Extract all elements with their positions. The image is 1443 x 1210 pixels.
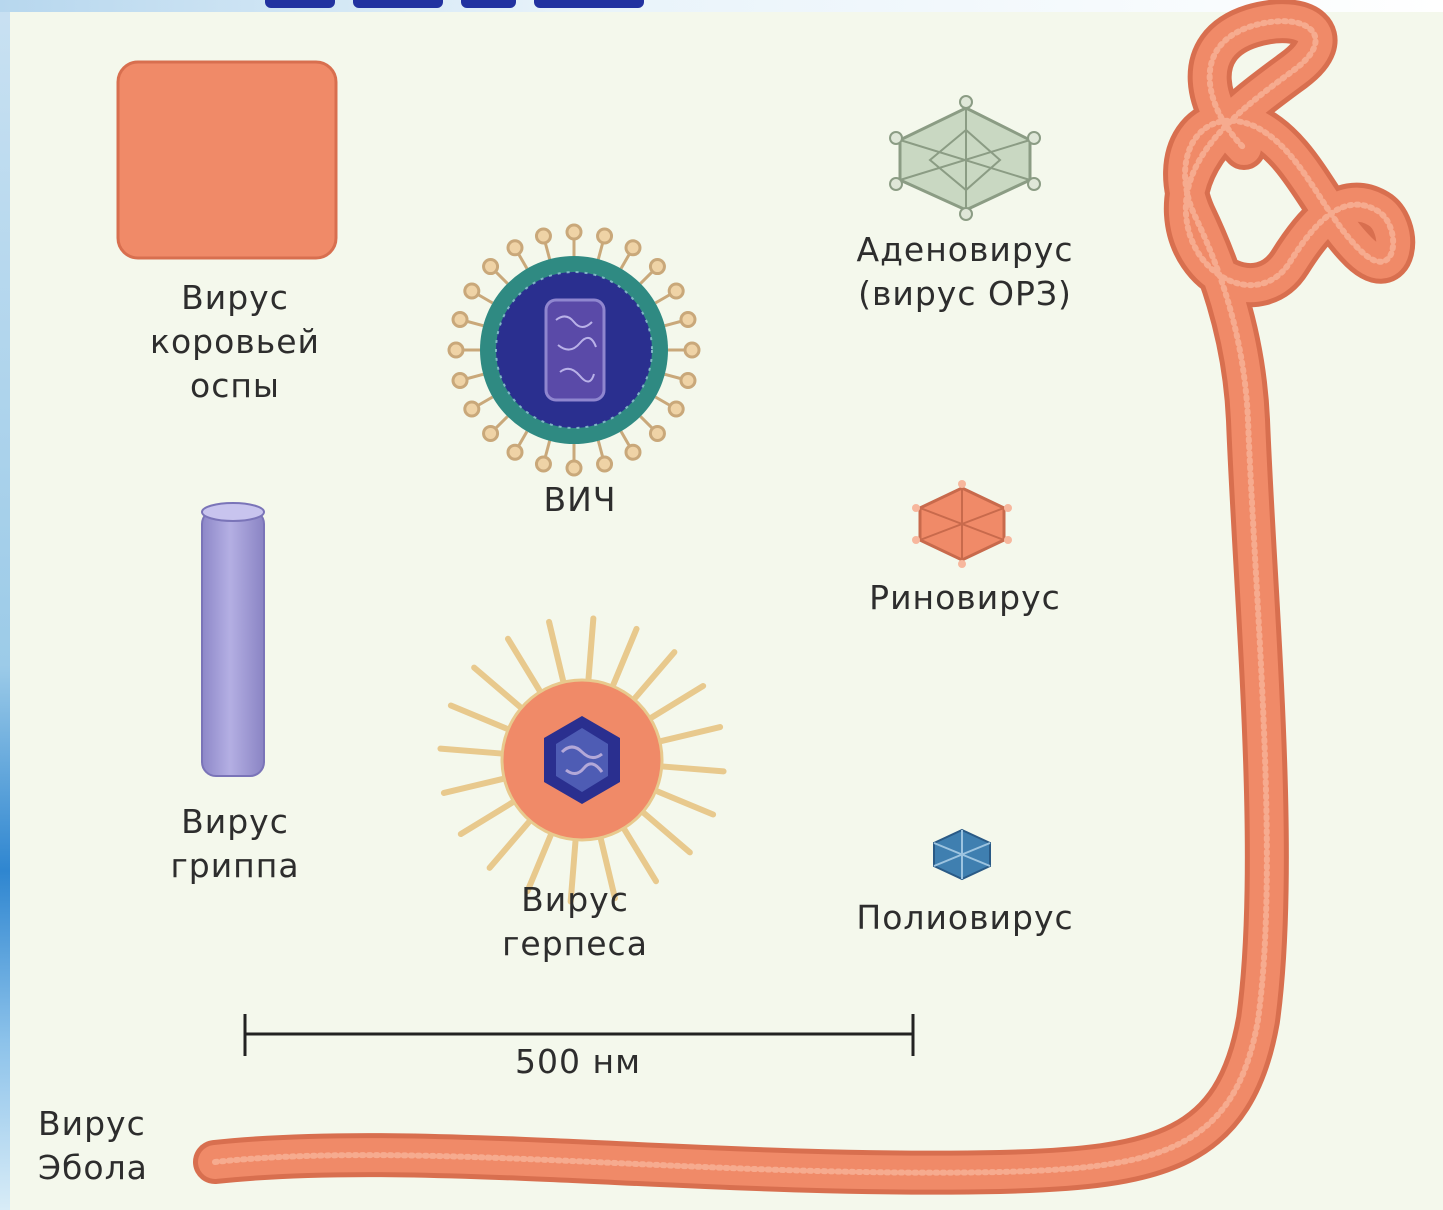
influenza-virus-shape: [202, 503, 264, 776]
hiv-spike-knob: [465, 402, 479, 416]
herpes-spike: [662, 727, 720, 741]
hiv-label-text: ВИЧ: [500, 478, 660, 522]
scale-bar-label-text: 500 нм: [478, 1040, 678, 1084]
herpes-spike: [549, 622, 563, 680]
herpes-spike: [635, 652, 674, 698]
hiv-spike-knob: [465, 284, 479, 298]
scale-bar-label: 500 нм: [478, 1040, 678, 1084]
herpes-spike: [589, 618, 594, 678]
poliovirus-shape: [934, 830, 990, 879]
herpes-label-line2: герпеса: [450, 922, 700, 966]
adenovirus-label-line1: Аденовирус: [800, 228, 1130, 272]
vaccinia-label: Вирус коровьей оспы: [110, 276, 360, 408]
hiv-spike-knob: [484, 426, 498, 440]
herpes-spike: [440, 749, 500, 754]
herpes-spike: [444, 779, 502, 793]
vaccinia-label-line2: коровьей: [110, 320, 360, 364]
influenza-label-line2: гриппа: [120, 844, 350, 888]
hiv-spike-knob: [681, 374, 695, 388]
herpes-spike: [490, 822, 529, 868]
hiv-spike-knob: [449, 343, 463, 357]
hiv-spike-knob: [536, 229, 550, 243]
herpes-label: Вирус герпеса: [450, 878, 700, 966]
poliovirus-label: Полиовирус: [800, 896, 1130, 940]
herpes-spike: [461, 803, 512, 834]
hiv-spike-knob: [685, 343, 699, 357]
herpes-label-line1: Вирус: [450, 878, 700, 922]
hiv-spike-knob: [453, 312, 467, 326]
hiv-spike-knob: [484, 260, 498, 274]
hiv-spike-knob: [669, 284, 683, 298]
herpes-spike: [658, 791, 713, 814]
vaccinia-label-line1: Вирус: [110, 276, 360, 320]
adenovirus-shape: [890, 96, 1040, 220]
hiv-spike-knob: [650, 260, 664, 274]
hiv-spike-knob: [650, 426, 664, 440]
rhinovirus-label-text: Риновирус: [810, 576, 1120, 620]
rhinovirus-label: Риновирус: [810, 576, 1120, 620]
influenza-label: Вирус гриппа: [120, 800, 350, 888]
hiv-spike-knob: [453, 374, 467, 388]
herpes-spike: [625, 830, 656, 881]
hiv-spike-knob: [626, 445, 640, 459]
adenovirus-label-line2: (вирус ОРЗ): [800, 272, 1130, 316]
influenza-label-line1: Вирус: [120, 800, 350, 844]
adenovirus-label: Аденовирус (вирус ОРЗ): [800, 228, 1130, 316]
herpes-spike: [664, 767, 724, 772]
poliovirus-label-text: Полиовирус: [800, 896, 1130, 940]
herpes-spike: [644, 813, 690, 852]
ebola-label-line1: Вирус: [38, 1102, 218, 1146]
vaccinia-virus-shape: [118, 62, 336, 258]
hiv-virus-shape: [449, 225, 699, 475]
hiv-spike-knob: [598, 457, 612, 471]
hiv-spike-knob: [536, 457, 550, 471]
herpes-spike: [474, 668, 520, 707]
herpes-spike: [451, 705, 506, 728]
ebola-label: Вирус Эбола: [38, 1102, 218, 1190]
herpes-spike: [613, 629, 636, 684]
hiv-spike-knob: [567, 461, 581, 475]
hiv-spike-knob: [508, 241, 522, 255]
herpes-virus-shape: [440, 618, 723, 901]
hiv-label: ВИЧ: [500, 478, 660, 522]
hiv-spike-knob: [626, 241, 640, 255]
rhinovirus-shape: [912, 480, 1012, 568]
herpes-spike: [508, 639, 539, 690]
vaccinia-label-line3: оспы: [110, 364, 360, 408]
ebola-virus-shape: [215, 21, 1393, 1172]
hiv-spike-knob: [508, 445, 522, 459]
hiv-spike-knob: [567, 225, 581, 239]
herpes-spike: [652, 686, 703, 717]
hiv-spike-knob: [681, 312, 695, 326]
hiv-spike-knob: [598, 229, 612, 243]
hiv-spike-knob: [669, 402, 683, 416]
ebola-label-line2: Эбола: [38, 1146, 218, 1190]
